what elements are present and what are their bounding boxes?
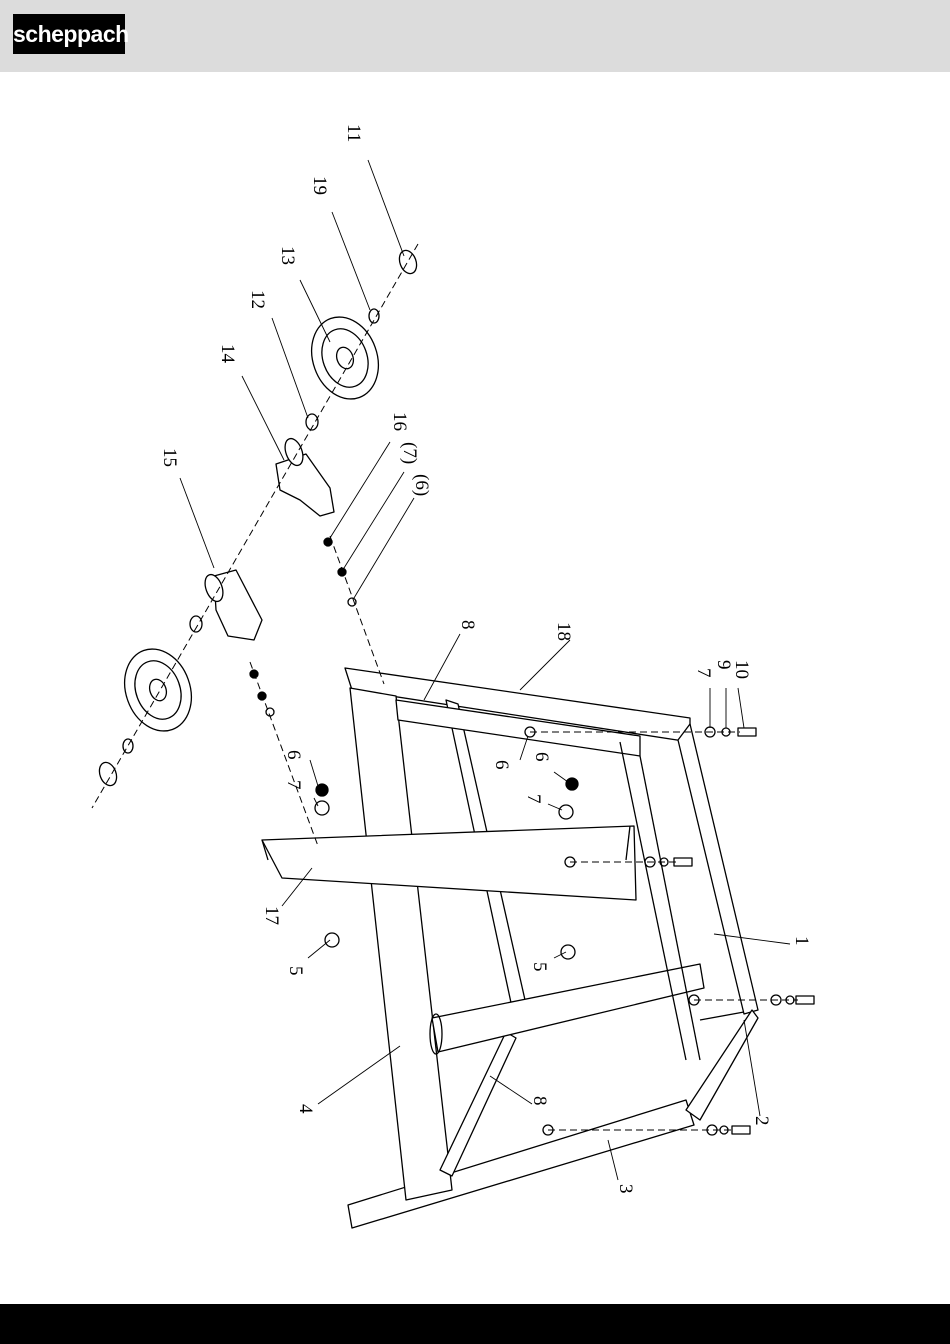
callout-9: 9 [713,660,734,670]
callout-6-left: 6 [283,750,304,760]
frame-rail-2 [686,1010,758,1120]
callout-7-left: 7 [283,780,304,790]
callout-17: 17 [261,906,282,925]
callout-6-paren: (6) [411,474,432,496]
frame-plate-17 [262,826,636,900]
callout-5-left: 5 [285,966,306,976]
callout-7-paren: (7) [399,442,420,464]
hub-cap-11 [396,248,419,276]
page-header: scheppach [0,0,950,72]
callout-8-bottom: 8 [529,1096,550,1106]
wheel-bracket-15 [214,570,262,640]
callout-12: 12 [247,290,268,309]
callout-8-top: 8 [457,620,478,630]
callout-4: 4 [295,1104,316,1114]
callout-7-right: 7 [523,794,544,804]
callout-16: 16 [389,412,410,431]
wheel-bracket-14 [276,454,334,516]
brand-logo: scheppach [13,14,125,54]
frame-rail-4 [350,688,452,1200]
exploded-assembly-diagram: 11 19 13 12 14 16 (7) (6) 15 8 18 10 9 7… [0,72,950,1304]
callout-1: 1 [791,936,812,946]
cross-rail-b [432,964,704,1052]
cross-brace-8-lower [440,1032,516,1176]
wheel-lower [114,640,203,741]
callout-7-top: 7 [693,668,714,678]
callout-2: 2 [751,1116,772,1126]
callout-3: 3 [615,1184,636,1194]
callout-18: 18 [553,622,574,641]
callout-5-right: 5 [529,962,550,972]
callout-14: 14 [217,344,238,364]
callout-15: 15 [159,448,180,467]
page-footer [0,1304,950,1344]
callout-6-mid: 6 [491,760,512,770]
callout-11: 11 [343,124,364,142]
hub-cap-lower [96,760,119,788]
callout-19: 19 [309,176,330,195]
callout-6-right: 6 [531,752,552,762]
callout-13: 13 [277,246,298,265]
